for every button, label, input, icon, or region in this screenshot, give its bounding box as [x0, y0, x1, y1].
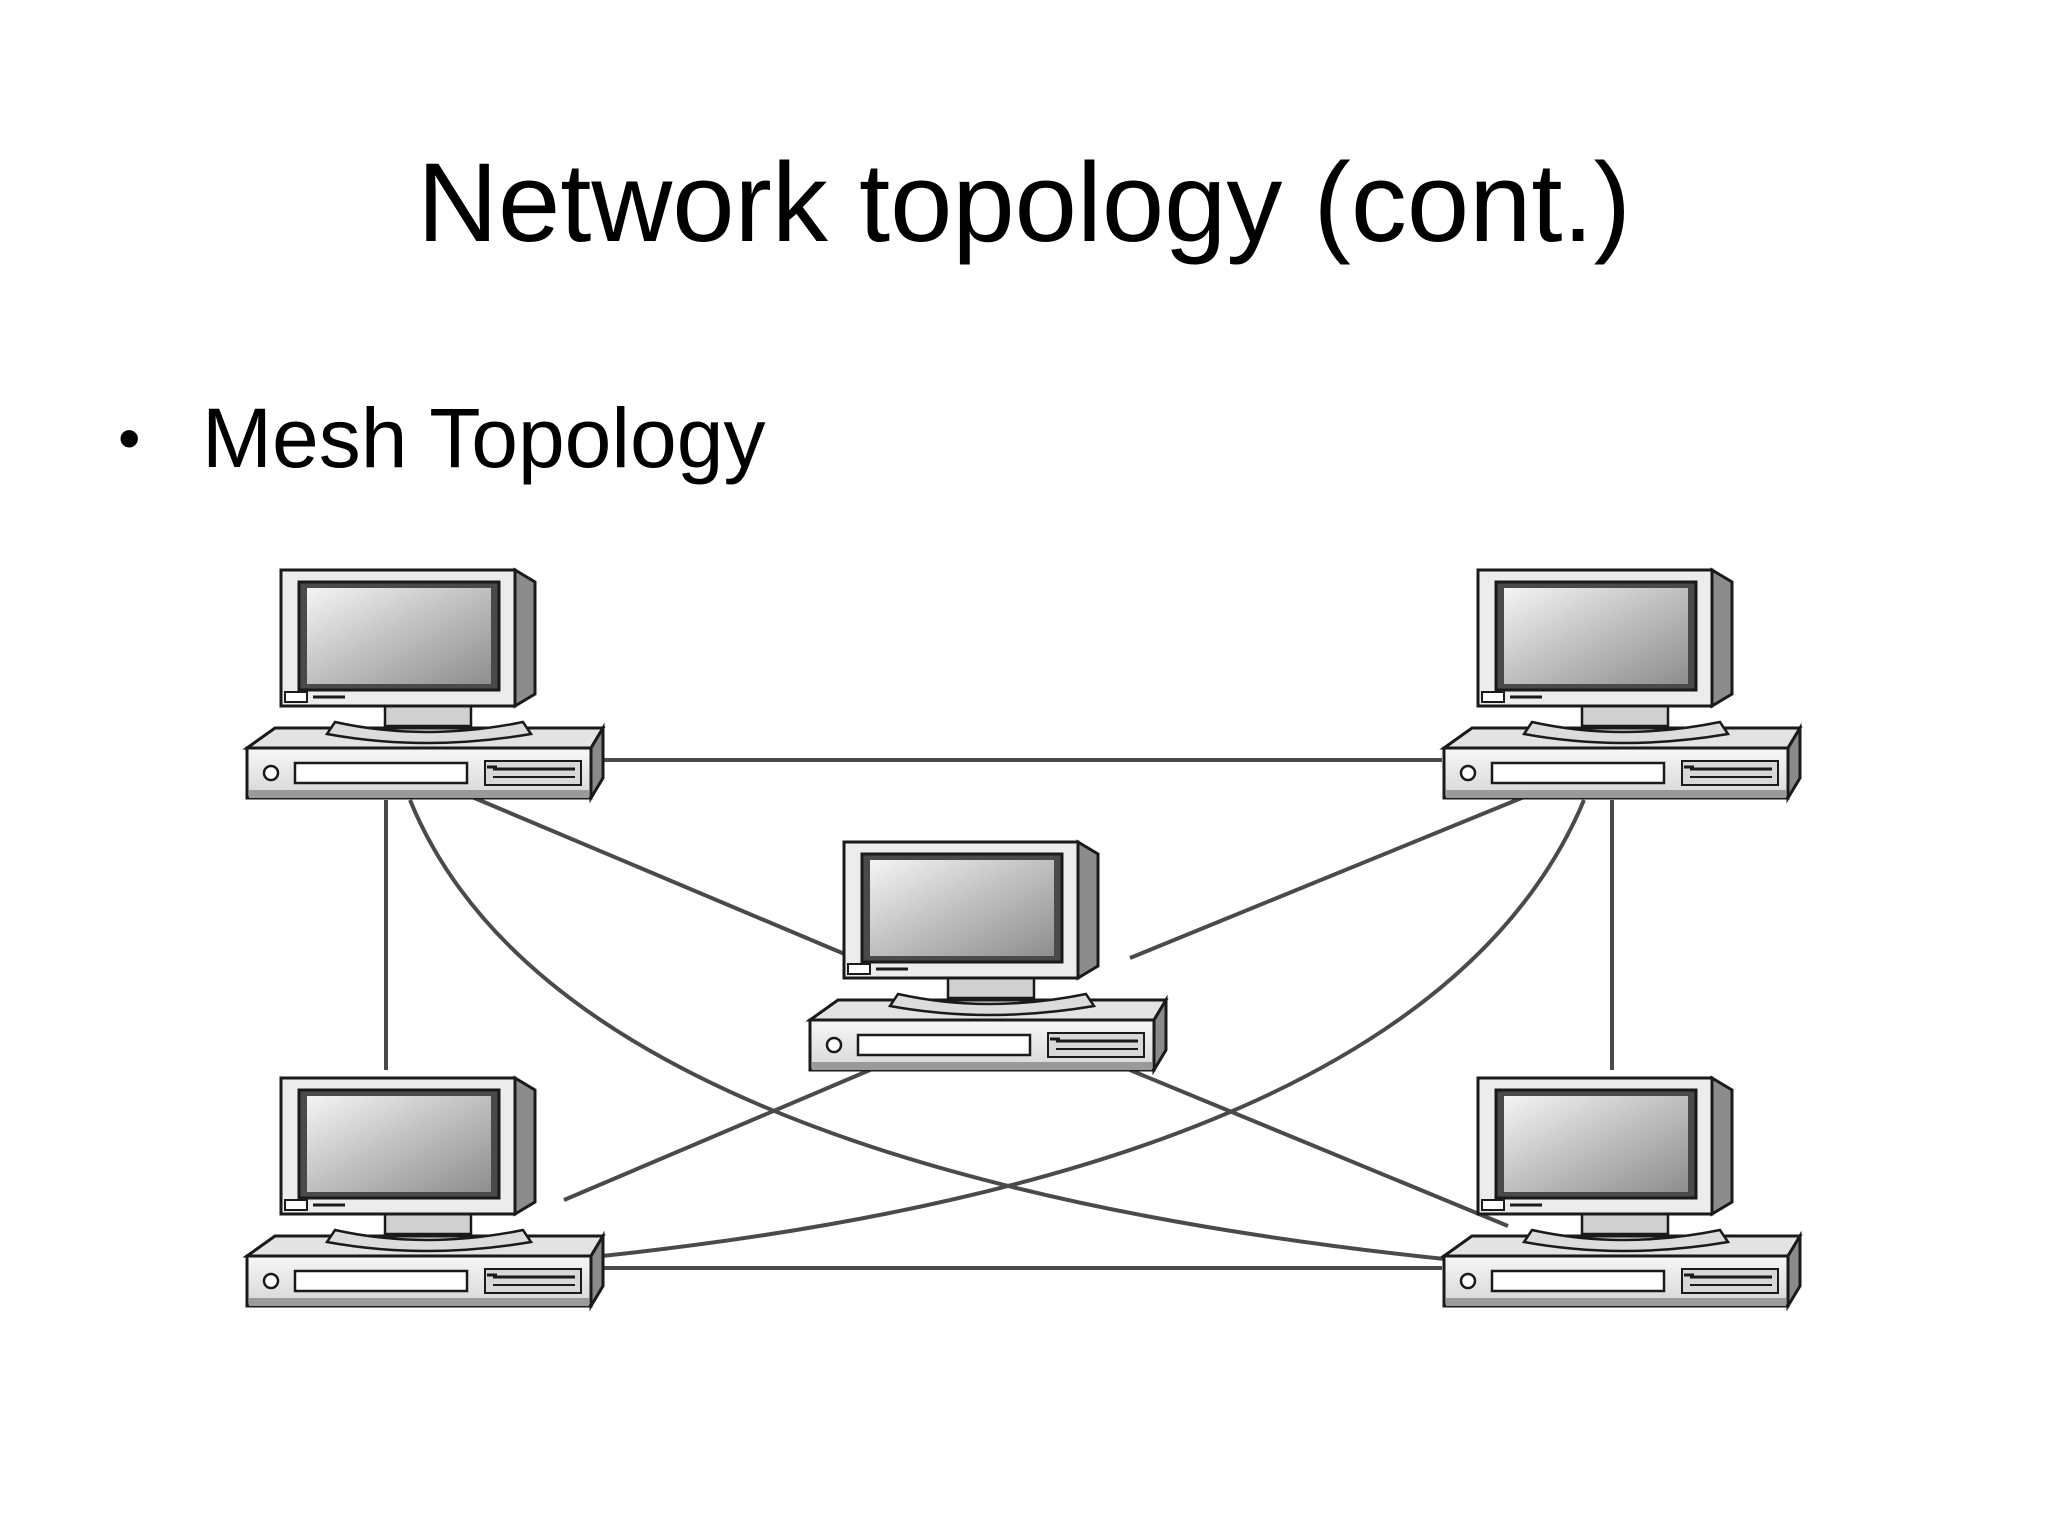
computer-top-right-icon [1442, 568, 1802, 800]
link-center-bottom-left [563, 1068, 871, 1202]
bullet-marker: • [118, 402, 141, 474]
bullet-text: Mesh Topology [202, 391, 766, 485]
bullet-item: • Mesh Topology [118, 388, 765, 488]
network-links [384, 758, 1614, 1270]
computer-bottom-left-icon [245, 1076, 605, 1308]
link-center-bottom-right [1129, 1068, 1509, 1228]
slide-title: Network topology (cont.) [417, 140, 1631, 265]
link-top-left-bottom-right [408, 799, 1455, 1262]
computer-top-left-icon [245, 568, 605, 800]
computer-center-icon [808, 840, 1168, 1072]
link-top-right-bottom-left [601, 799, 1586, 1258]
computer-bottom-right-icon [1442, 1076, 1802, 1308]
link-top-right-center [1129, 795, 1525, 960]
link-top-left-center [471, 795, 855, 960]
